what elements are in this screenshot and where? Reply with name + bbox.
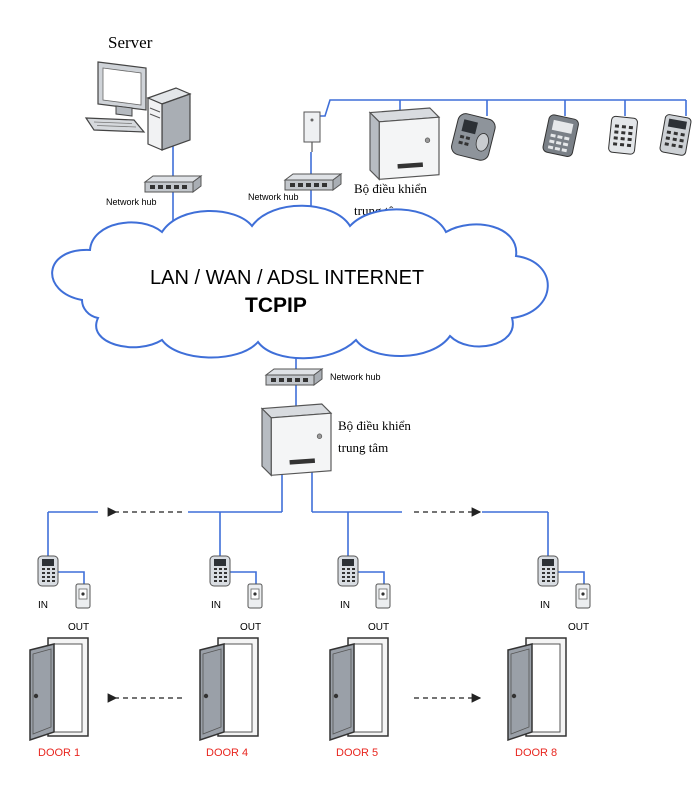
in-label-door4: IN [211,600,221,611]
cloud-title: LAN / WAN / ADSL INTERNET [150,267,424,289]
network-hub-icon [144,175,202,193]
network-hub-icon [265,368,323,386]
keypad-reader-icon [37,555,59,587]
door-label-5: DOOR 5 [336,747,378,759]
out-label-door4: OUT [240,622,261,633]
door-icon [199,637,259,741]
lower-controller-label-1: Bộ điều khiển [338,418,411,433]
keypad-reader-icon [659,114,692,156]
in-label-door5: IN [340,600,350,611]
top-bus [311,99,686,117]
link-in-out-4 [230,571,257,584]
door-label-4: DOOR 4 [206,747,248,759]
door-label-1: DOOR 1 [38,747,80,759]
link-in-out-1 [58,571,85,584]
link-in-out-5 [358,571,385,584]
keypad-reader-icon [209,555,231,587]
keypad-reader-icon [537,555,559,587]
door-icon [507,637,567,741]
top-hub-label: Network hub [248,192,299,202]
power-supply-icon [303,111,321,152]
exit-button-icon [375,583,391,609]
controller-box-icon [261,403,332,476]
fingerprint-reader-icon [451,113,496,161]
out-label-door1: OUT [68,622,89,633]
server-hub-label: Network hub [106,197,157,207]
out-label-door5: OUT [368,622,389,633]
keypad-reader-icon [337,555,359,587]
exit-button-icon [75,583,91,609]
card-reader-icon [542,114,579,157]
controller-box-icon [369,107,440,180]
door-label-8: DOOR 8 [515,747,557,759]
lower-hub-label: Network hub [330,372,381,382]
exit-button-icon [247,583,263,609]
door-icon [329,637,389,741]
network-cloud [51,204,549,360]
in-label-door8: IN [540,600,550,611]
out-label-door8: OUT [568,622,589,633]
desktop-computer-icon [84,61,192,151]
top-controller-label-1: Bộ điều khiển [354,181,427,196]
link-in-out-8 [558,571,585,584]
keypad-reader-icon [608,115,638,155]
network-hub-icon [284,173,342,191]
exit-button-icon [575,583,591,609]
in-label-door1: IN [38,600,48,611]
server-label: Server [108,33,153,52]
cloud-subtitle: TCPIP [245,294,307,317]
door-icon [29,637,89,741]
lower-controller-label-2: trung tâm [338,440,388,455]
